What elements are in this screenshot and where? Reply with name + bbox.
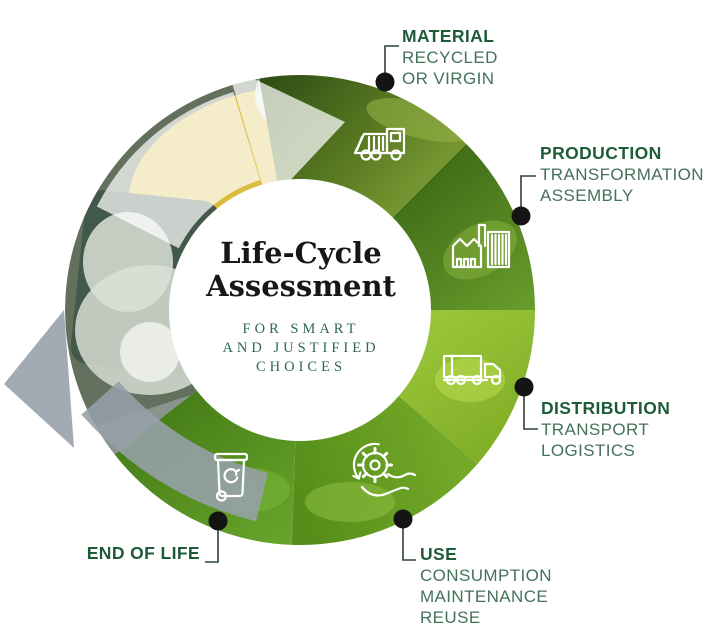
factory-icon <box>451 223 511 269</box>
connector-end-of-life <box>205 521 219 563</box>
stage-line: RECYCLED <box>402 48 498 67</box>
dot-distribution <box>514 377 534 397</box>
dot-use <box>393 509 413 529</box>
center-subtitle-line2: AND JUSTIFIED <box>222 340 380 356</box>
connector-use <box>402 519 416 561</box>
stage-label-use: USE CONSUMPTION MAINTENANCE REUSE <box>420 544 552 628</box>
stage-title: PRODUCTION <box>540 143 662 163</box>
connector-distribution <box>523 387 538 430</box>
center-text: Life-Cycle Assessment FOR SMART AND JUST… <box>170 237 432 377</box>
stage-title: END OF LIFE <box>86 543 200 563</box>
exit-arrow-gray-icon <box>4 310 269 522</box>
connector-production <box>520 175 536 216</box>
center-disc <box>169 179 431 441</box>
stage-line: CONSUMPTION <box>420 566 552 585</box>
stage-line: OR VIRGIN <box>402 69 495 88</box>
stage-line: LOGISTICS <box>541 441 636 460</box>
cycle-arrow-white-icon <box>96 66 345 250</box>
center-subtitle-line1: FOR SMART <box>242 321 360 337</box>
dot-end-of-life <box>208 511 228 531</box>
stage-label-distribution: DISTRIBUTION TRANSPORT LOGISTICS <box>541 398 670 461</box>
stage-line: REUSE <box>420 608 481 627</box>
stage-line: TRANSFORMATION <box>540 165 704 184</box>
stage-label-material: MATERIAL RECYCLED OR VIRGIN <box>402 26 498 89</box>
semi-truck-icon <box>442 354 502 386</box>
stage-line: ASSEMBLY <box>540 186 634 205</box>
center-title-line1: Life-Cycle <box>220 236 382 270</box>
dot-material <box>375 72 395 92</box>
segment-production <box>391 143 535 310</box>
connector-material <box>384 45 399 82</box>
stage-title: USE <box>420 544 458 564</box>
center-title-line2: Assessment <box>206 269 396 303</box>
wheelie-bin-icon <box>213 452 249 502</box>
stage-title: MATERIAL <box>402 26 495 46</box>
dot-production <box>511 206 531 226</box>
stage-line: TRANSPORT <box>541 420 650 439</box>
stage-line: MAINTENANCE <box>420 587 549 606</box>
stage-title: DISTRIBUTION <box>541 398 671 418</box>
garbage-truck-icon <box>353 127 406 161</box>
center-subtitle-line3: CHOICES <box>255 359 347 375</box>
stage-label-end-of-life: END OF LIFE <box>87 543 200 564</box>
stage-label-production: PRODUCTION TRANSFORMATION ASSEMBLY <box>540 143 704 206</box>
gear-reuse-icon <box>352 442 417 497</box>
